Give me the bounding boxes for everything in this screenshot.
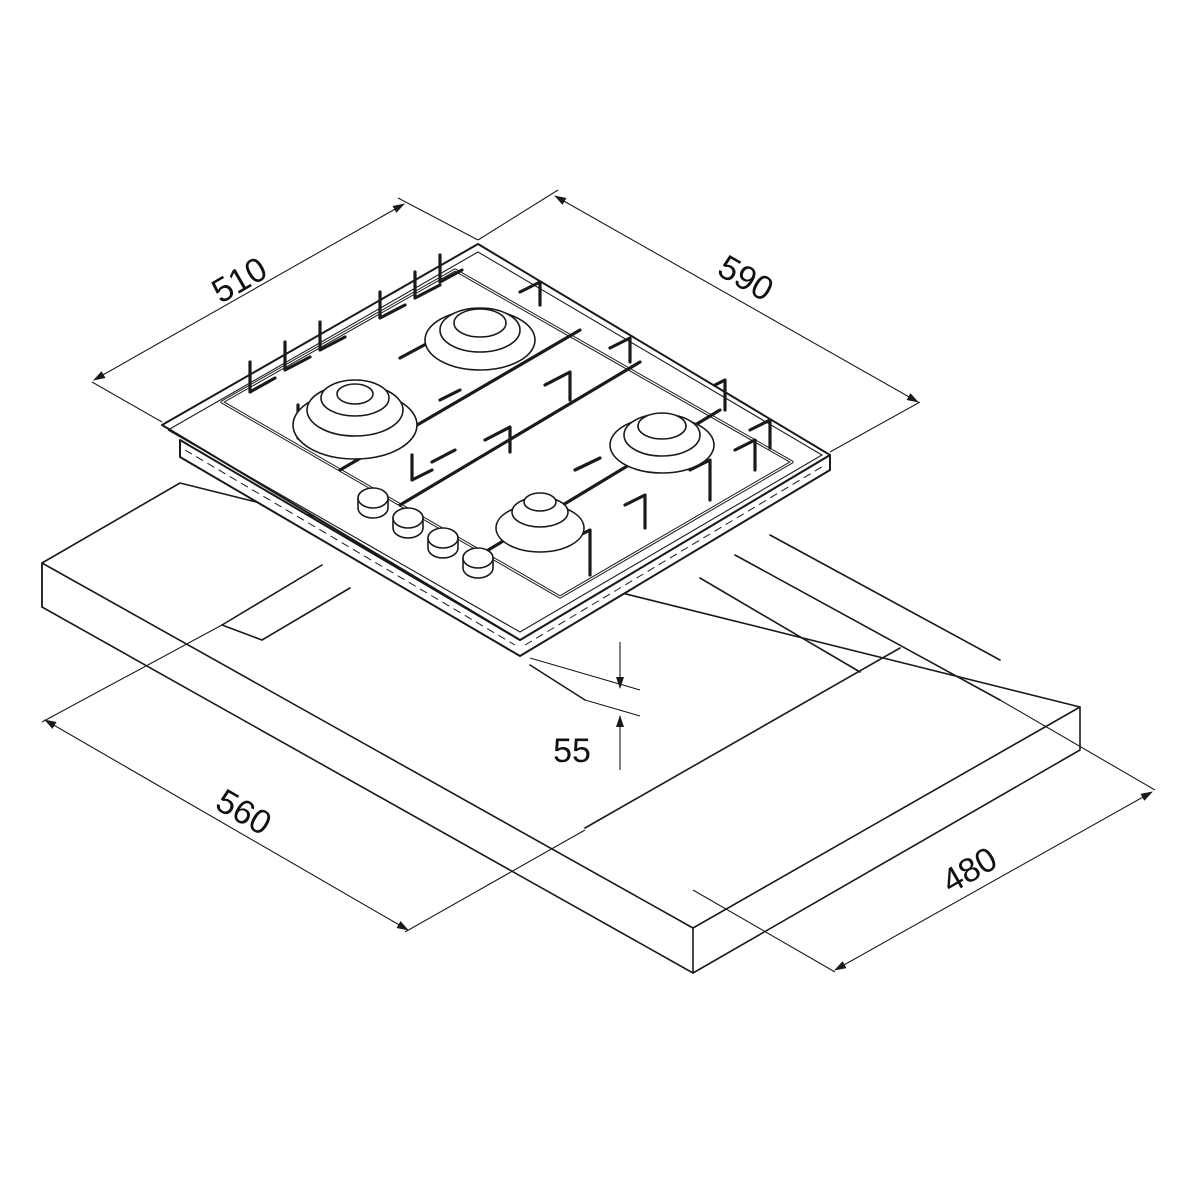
gas-hob	[161, 243, 831, 657]
worktop-cutout	[41, 482, 1081, 974]
control-knob-4	[462, 547, 494, 579]
label-hob-height: 55	[553, 732, 591, 770]
burner-right	[609, 412, 715, 474]
burner-rear-left	[424, 307, 536, 371]
label-cutout-width: 560	[209, 782, 277, 843]
control-knob-1	[357, 487, 389, 519]
burner-front-small	[495, 492, 585, 553]
control-knob-3	[427, 527, 459, 559]
dimension-cutout-width: 560	[41, 624, 586, 933]
control-knobs	[357, 487, 494, 579]
control-knob-2	[392, 507, 424, 539]
label-hob-width: 590	[711, 248, 779, 309]
label-cutout-depth: 480	[935, 840, 1003, 901]
hob-top-plate	[161, 243, 831, 641]
burner-front-left-wok	[292, 379, 418, 460]
dimension-hob-height: 55	[529, 642, 641, 770]
label-hob-depth: 510	[205, 250, 273, 311]
dimension-cutout-depth: 480	[692, 699, 1156, 973]
